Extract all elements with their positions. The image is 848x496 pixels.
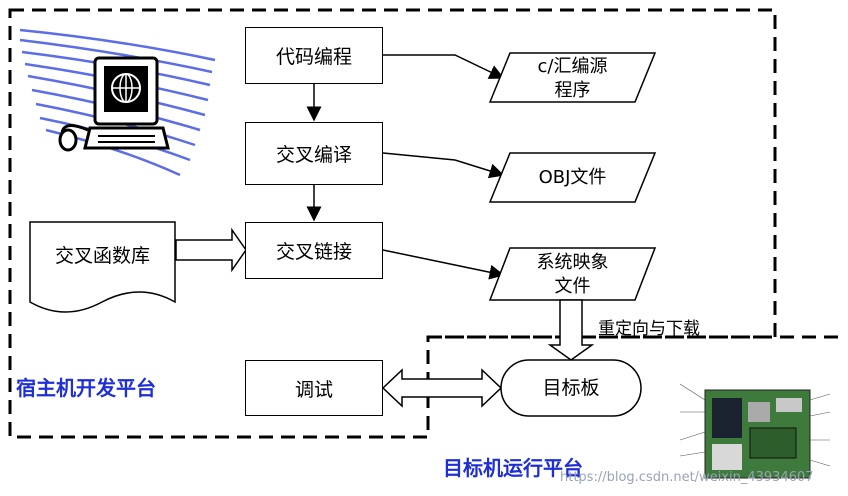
obj-output: OBJ文件 — [500, 155, 645, 201]
target-platform-label: 目标机运行平台 — [443, 456, 583, 480]
target-board-shape — [500, 359, 642, 417]
source-output-shape — [488, 52, 657, 103]
host-computer-icon — [19, 28, 216, 177]
watermark: https://blog.csdn.net/weixin_43934607 — [560, 470, 814, 485]
arrow-library-to-link — [175, 227, 247, 273]
image-output-shape — [488, 247, 657, 301]
debug-label: 调试 — [294, 378, 333, 401]
image-output: 系统映象 文件 — [500, 250, 645, 300]
source-output-line2: 程序 — [554, 80, 591, 101]
image-output-line2: 文件 — [554, 276, 591, 297]
source-output: c/汇编源 程序 — [500, 55, 645, 103]
link-label: 交叉链接 — [275, 241, 352, 263]
debug-box: 调试 — [245, 360, 383, 416]
host-platform-label: 宿主机开发平台 — [16, 376, 156, 400]
coding-label: 代码编程 — [275, 46, 352, 68]
target-board-photo — [679, 383, 831, 479]
arrow-link-to-image — [382, 249, 505, 280]
source-output-line1: c/汇编源 — [537, 56, 608, 77]
image-output-line1: 系统映象 — [536, 252, 609, 273]
arrow-download-to-target — [547, 299, 595, 361]
compile-box: 交叉编译 — [245, 122, 383, 185]
arrow-compile-to-obj — [382, 152, 505, 179]
target-board-label: 目标板 — [542, 377, 600, 399]
library-label: 交叉函数库 — [54, 245, 150, 267]
link-box: 交叉链接 — [245, 222, 383, 279]
compile-label: 交叉编译 — [275, 144, 352, 166]
arrow-coding-to-source — [383, 54, 505, 79]
arrow-debug-target-bidirectional — [381, 368, 503, 408]
obj-output-label: OBJ文件 — [538, 167, 607, 188]
obj-output-shape — [488, 152, 657, 203]
library-shape — [29, 221, 176, 313]
coding-box: 代码编程 — [245, 27, 383, 84]
relocate-download-label: 重定向与下载 — [598, 319, 700, 339]
